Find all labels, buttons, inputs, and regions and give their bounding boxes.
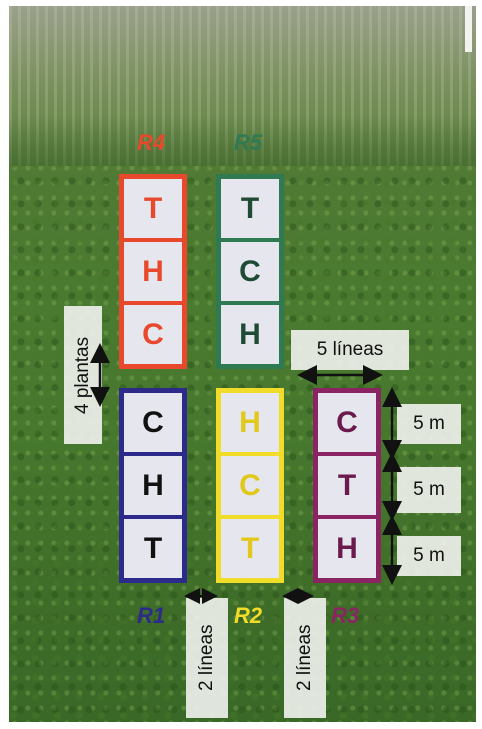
dimension-arrows bbox=[0, 0, 482, 729]
